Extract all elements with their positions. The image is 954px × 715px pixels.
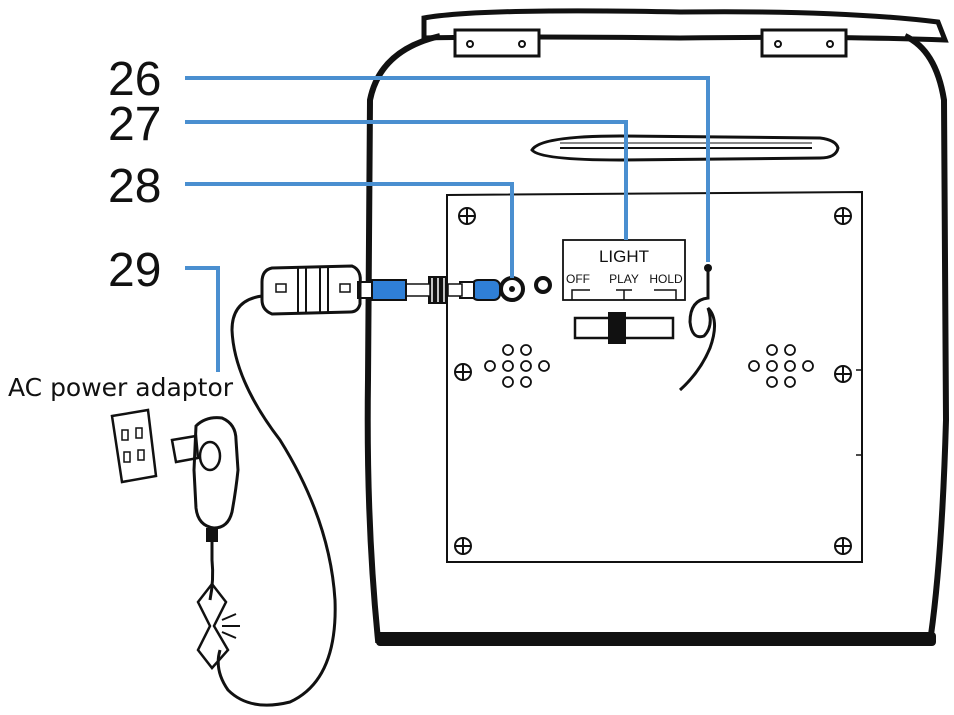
light-slide-switch[interactable] [573,312,675,344]
screw-top-right [834,207,852,225]
screw-mid-left [454,363,472,381]
aux-round-button[interactable] [534,276,552,294]
callout-27: 27 [108,98,161,151]
leader-27 [185,120,628,240]
callout-26: 26 [108,53,161,106]
speaker-grille-left [484,344,550,388]
adaptor-cable [208,294,337,707]
cable-connector-block [260,264,362,316]
switch-pos-play: PLAY [609,272,639,286]
light-title: LIGHT [599,247,649,266]
right-hinge [760,28,848,58]
light-switch-label: LIGHT OFF PLAY HOLD [562,239,686,301]
leader-29 [185,266,220,372]
leader-26 [185,76,710,262]
back-panel: LIGHT OFF PLAY HOLD [446,190,863,563]
wall-outlet-icon [110,408,158,484]
dc-input-jack[interactable] [499,276,525,302]
leader-28 [185,182,514,278]
ac-adaptor-icon [170,416,240,670]
device-housing [364,8,950,646]
switch-pos-hold: HOLD [649,272,683,286]
switch-pos-off: OFF [566,272,590,286]
screw-bottom-right [834,537,852,555]
speaker-grille-right [748,344,814,388]
callout-29: 29 [108,244,161,297]
screw-mid-right [834,365,852,383]
handle-slot [530,134,840,162]
screw-top-left [458,207,476,225]
callout-28: 28 [108,160,161,213]
antenna-wire [678,264,716,392]
left-hinge [453,28,541,58]
dc-plug-connector [357,276,501,304]
ac-adaptor-label: AC power adaptor [8,373,234,402]
screw-bottom-left [454,537,472,555]
